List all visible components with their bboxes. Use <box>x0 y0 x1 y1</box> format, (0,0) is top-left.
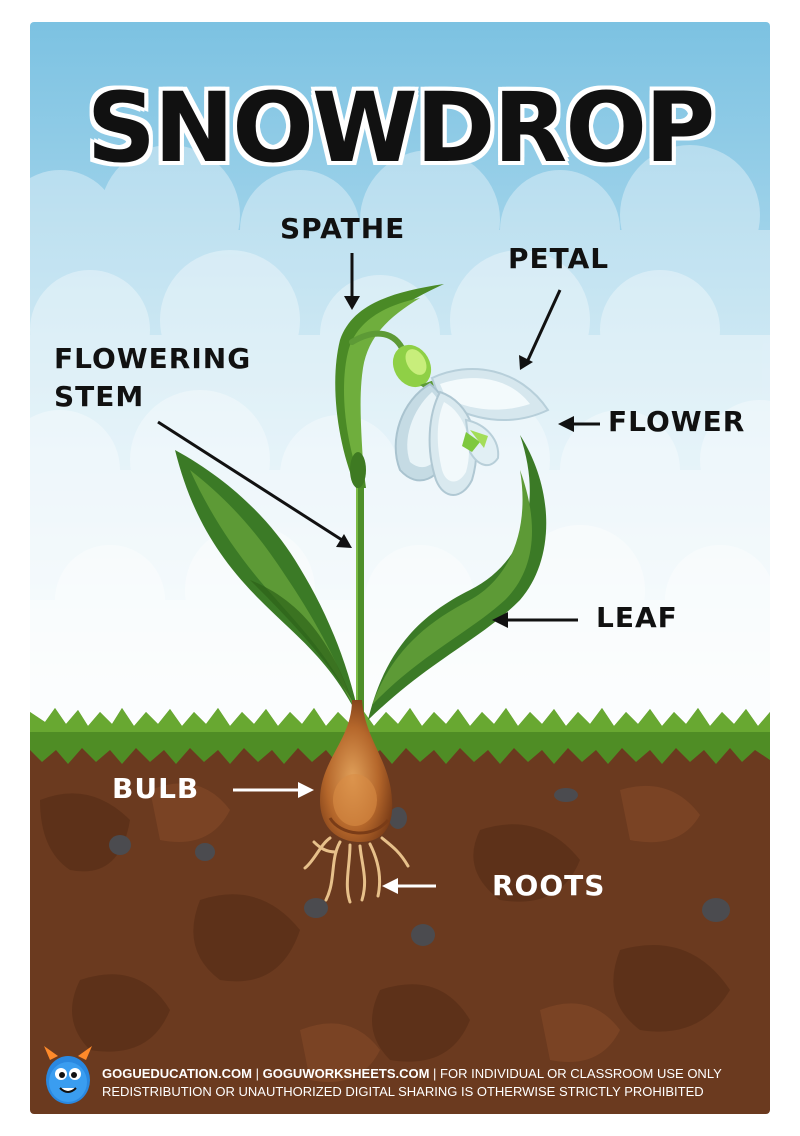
label-flowering-stem-line1: FLOWERING <box>54 342 252 375</box>
roots <box>303 836 410 904</box>
mascot-icon <box>44 1046 92 1104</box>
cloud-layer <box>30 145 770 730</box>
footer-line2: REDISTRIBUTION OR UNAUTHORIZED DIGITAL S… <box>102 1084 704 1099</box>
label-roots: ROOTS <box>492 869 606 902</box>
page-title: SNOWDROP <box>86 72 716 184</box>
pebbles <box>109 788 730 946</box>
footer-site-link-1[interactable]: GOGUEDUCATION.COM <box>102 1066 252 1081</box>
label-flower: FLOWER <box>608 405 746 438</box>
footer-separator: | <box>251 1066 263 1081</box>
label-arrows <box>157 253 600 628</box>
label-bulb: BULB <box>112 772 200 805</box>
flower-head <box>394 367 550 496</box>
footer-site-link-2[interactable]: GOGUWORKSHEETS.COM <box>262 1066 430 1081</box>
label-leaf: LEAF <box>596 601 678 634</box>
snowdrop-plant <box>175 284 550 904</box>
footer-line1: GOGUEDUCATION.COM | GOGUWORKSHEETS.COM |… <box>102 1066 722 1081</box>
label-petal: PETAL <box>508 242 610 275</box>
label-flowering-stem-line2: STEM <box>54 380 145 413</box>
label-spathe: SPATHE <box>280 212 406 245</box>
footer-usage-notice: | FOR INDIVIDUAL OR CLASSROOM USE ONLY <box>429 1066 722 1081</box>
